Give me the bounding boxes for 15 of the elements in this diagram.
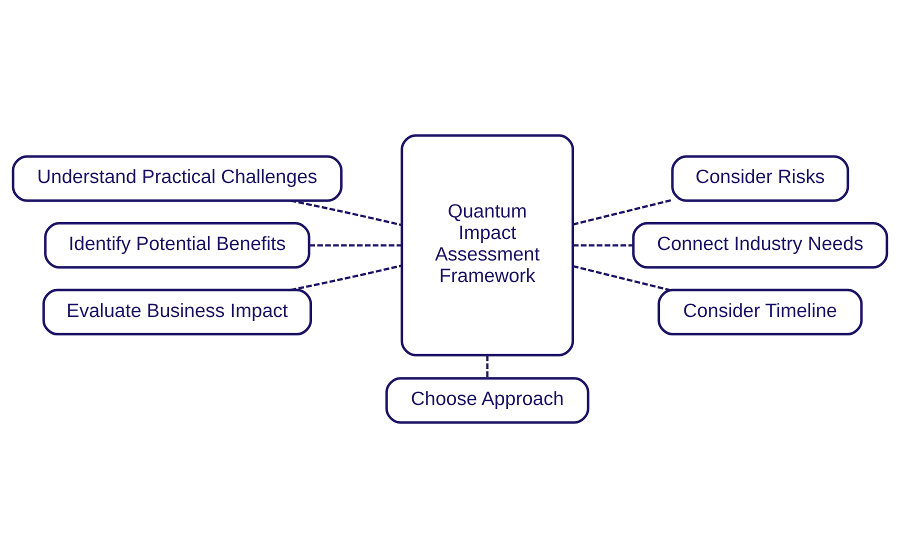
node-box: Consider Risks [671, 155, 850, 202]
node-box: Choose Approach [385, 377, 590, 424]
connector [486, 355, 488, 378]
connector [572, 244, 634, 246]
node-box: Evaluate Business Impact [42, 288, 312, 336]
node-box: Quantum Impact Assessment Framework [400, 134, 574, 356]
connector [290, 264, 402, 292]
node-box: Connect Industry Needs [632, 222, 888, 269]
connector [572, 265, 670, 292]
node-box: Identify Potential Benefits [44, 222, 310, 269]
node-box: Understand Practical Challenges [12, 155, 343, 202]
node-box: Consider Timeline [658, 288, 863, 336]
connector [309, 244, 402, 246]
connector [290, 200, 402, 226]
connector [572, 198, 673, 226]
